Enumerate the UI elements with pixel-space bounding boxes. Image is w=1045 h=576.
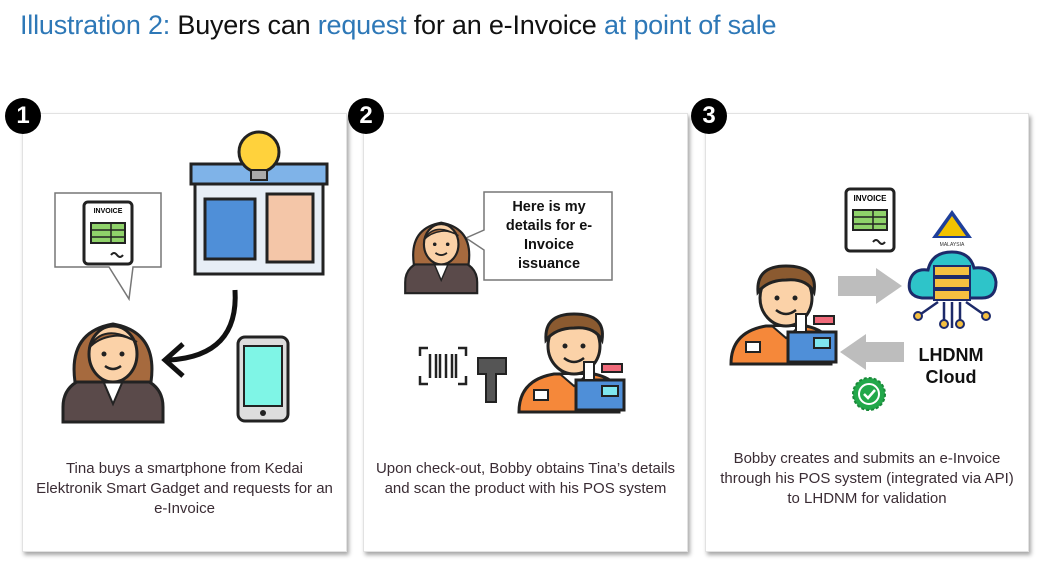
arrow-curved-icon [161,289,238,378]
svg-text:INVOICE: INVOICE [94,208,123,215]
speech-bubble [464,191,613,281]
tina-avatar [404,221,479,295]
bobby-with-pos [517,312,626,414]
barcode-scanner-icon [477,357,507,403]
step-3-number: 3 [691,98,727,134]
speech-bubble-invoice: INVOICE [54,192,162,301]
step-2-number: 2 [348,98,384,134]
step-2-caption: Upon check-out, Bobby obtains Tina’s det… [375,460,676,497]
bobby-with-pos [729,264,838,366]
arrow-left-icon [840,334,904,370]
step-1-caption: Tina buys a smartphone from Kedai Elektr… [36,460,333,517]
arrow-right-icon [838,268,902,304]
step-3-panel: INVOICE MALAYSIA LHDNM Cloud [705,113,1029,552]
step-1-panel: INVOICE Tina buys a smartphone from Keda… [22,113,347,552]
svg-text:INVOICE: INVOICE [854,194,888,203]
bubble-text: Here is my details for e-Invoice issuanc… [505,199,593,272]
tina-avatar [61,322,165,424]
invoice-icon: INVOICE [844,187,896,253]
cloud-server-icon [907,250,998,329]
cloud-label: LHDNM Cloud [918,345,984,387]
verified-check-icon [852,377,886,411]
step-1-number: 1 [5,98,41,134]
shop-icon [189,130,329,276]
page-title: Illustration 2: Buyers can request for a… [20,10,777,40]
lhdn-logo: MALAYSIA [932,210,972,248]
barcode-icon [418,346,468,386]
smartphone-icon [236,335,290,423]
step-2-panel: Here is my details for e-Invoice issuanc… [363,113,688,552]
svg-text:MALAYSIA: MALAYSIA [940,242,965,248]
step-3-caption: Bobby creates and submits an e-Invoice t… [720,450,1014,507]
